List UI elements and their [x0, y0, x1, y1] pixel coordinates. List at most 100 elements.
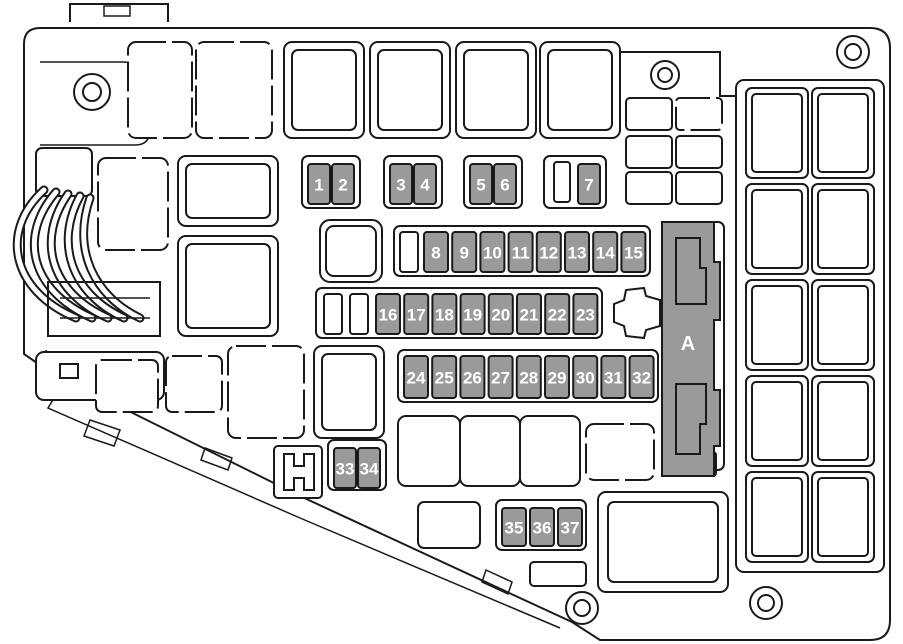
- top-tab: [69, 3, 169, 22]
- fuse-number: 19: [463, 306, 482, 325]
- cartridge-fuse-slot-inner: [817, 477, 869, 557]
- fuse-28: 28: [515, 355, 542, 399]
- fuse-box-housing: [23, 27, 891, 641]
- fuse-number: 1: [314, 176, 323, 195]
- fuse-number: 34: [360, 460, 379, 479]
- relay-grid-outline: [620, 51, 740, 97]
- fuse-body: [375, 293, 401, 335]
- connector-slot-left: [97, 157, 169, 251]
- relay-l4-inner: [321, 353, 377, 431]
- fuse-8: 8: [423, 231, 449, 273]
- fuse-23: 23: [572, 293, 599, 335]
- fuse-4: 4: [413, 163, 437, 205]
- fuse-body: [516, 293, 542, 335]
- diode-slot: [529, 561, 587, 587]
- fuse-number: 7: [584, 176, 593, 195]
- cartridge-fuse-slot-inner: [751, 93, 803, 173]
- fuse-body: [501, 507, 527, 547]
- fuse-number: 32: [632, 369, 651, 388]
- relay-slot-top-2: [195, 41, 273, 139]
- block-a-label: A: [681, 333, 695, 355]
- fuse-25: 25: [431, 355, 458, 399]
- fuse-7: 7: [577, 163, 601, 205]
- mini-relay-5: [625, 171, 673, 205]
- fuse-12: 12: [535, 231, 562, 273]
- fuse-number: 23: [576, 306, 595, 325]
- fuse-19: 19: [459, 293, 486, 335]
- fuse-29: 29: [544, 355, 570, 399]
- fuse-body: [331, 163, 355, 205]
- housing-clip-bottom: [481, 568, 513, 596]
- block-a-upper-window: [675, 237, 707, 305]
- fuse-body: [357, 447, 381, 489]
- fuse-body: [544, 293, 571, 335]
- fuse-20: 20: [487, 293, 514, 335]
- fuse-24: 24: [403, 355, 429, 399]
- mini-relay-1: [625, 97, 673, 131]
- fuse-body: [557, 507, 583, 547]
- fuse-number: 25: [435, 369, 454, 388]
- fuse-number: 29: [548, 369, 567, 388]
- fuse-number: 11: [512, 244, 530, 263]
- relay-slot-l2: [165, 355, 223, 413]
- lower-left-slot: [59, 363, 79, 379]
- fuse-16: 16: [375, 293, 401, 335]
- relay-small-1-inner: [325, 225, 377, 277]
- fuse-number: 33: [336, 460, 355, 479]
- relay-large-bottom-inner: [607, 501, 719, 583]
- fuse-body: [535, 231, 562, 273]
- fuse-number: 4: [420, 176, 430, 195]
- fuse-number: 3: [396, 176, 405, 195]
- relay-slot-l3: [227, 345, 305, 439]
- fuse-number: 12: [539, 244, 558, 263]
- fuse-number: 28: [519, 369, 538, 388]
- fuse-14: 14: [592, 231, 619, 273]
- fuse-15: 15: [620, 231, 647, 273]
- wire-harness: [12, 147, 161, 337]
- mounting-hole-bottom-right: [749, 586, 783, 620]
- block-a-lower-window: [675, 383, 707, 455]
- cartridge-fuse-slot-inner: [751, 285, 803, 365]
- fuse-number: 6: [500, 176, 509, 195]
- fuse-body: [459, 293, 486, 335]
- fuse-body: [564, 231, 590, 273]
- fuse-body: [413, 163, 437, 205]
- relay-bottom-3: [519, 415, 581, 487]
- fuse-9: 9: [451, 231, 478, 273]
- fuse-1: 1: [307, 163, 331, 205]
- mounting-hole-top-right: [836, 35, 870, 69]
- relay-bottom-2: [459, 415, 521, 487]
- cartridge-fuse-slot-inner: [751, 477, 803, 557]
- fuse-10: 10: [479, 231, 506, 273]
- mini-relay-6: [675, 171, 723, 205]
- relay-slot-top-1: [127, 41, 193, 139]
- fuse-body: [628, 355, 655, 399]
- fuse-number: 9: [459, 244, 468, 263]
- fuse-body: [572, 293, 599, 335]
- empty-fuse-slot-16b: [349, 293, 369, 335]
- fuse-21: 21: [516, 293, 542, 335]
- relay-slot-l1: [95, 359, 159, 413]
- top-tab-slot: [103, 5, 131, 17]
- fuse-body: [620, 231, 647, 273]
- fuse-number: 37: [561, 519, 580, 538]
- mini-relay-4: [675, 135, 723, 169]
- fuse-body: [479, 231, 506, 273]
- fuse-number: 14: [596, 244, 615, 263]
- fuse-18: 18: [431, 293, 458, 335]
- fuse-33: 33: [333, 447, 357, 489]
- cartridge-fuse-slot-inner: [817, 189, 869, 269]
- fuse-body: [431, 293, 458, 335]
- fuse-34: 34: [357, 447, 381, 489]
- relay-top-5-inner: [463, 49, 529, 131]
- fuse-body: [403, 293, 430, 335]
- fuse-number: 26: [463, 369, 482, 388]
- fuse-body: [600, 355, 627, 399]
- fuse-body: [507, 231, 534, 273]
- fuse-3: 3: [389, 163, 413, 205]
- fuse-body: [592, 231, 619, 273]
- housing-clip-left: [83, 419, 121, 447]
- fuse-body: [431, 355, 458, 399]
- fuse-number: 8: [431, 244, 440, 263]
- fuse-17: 17: [403, 293, 430, 335]
